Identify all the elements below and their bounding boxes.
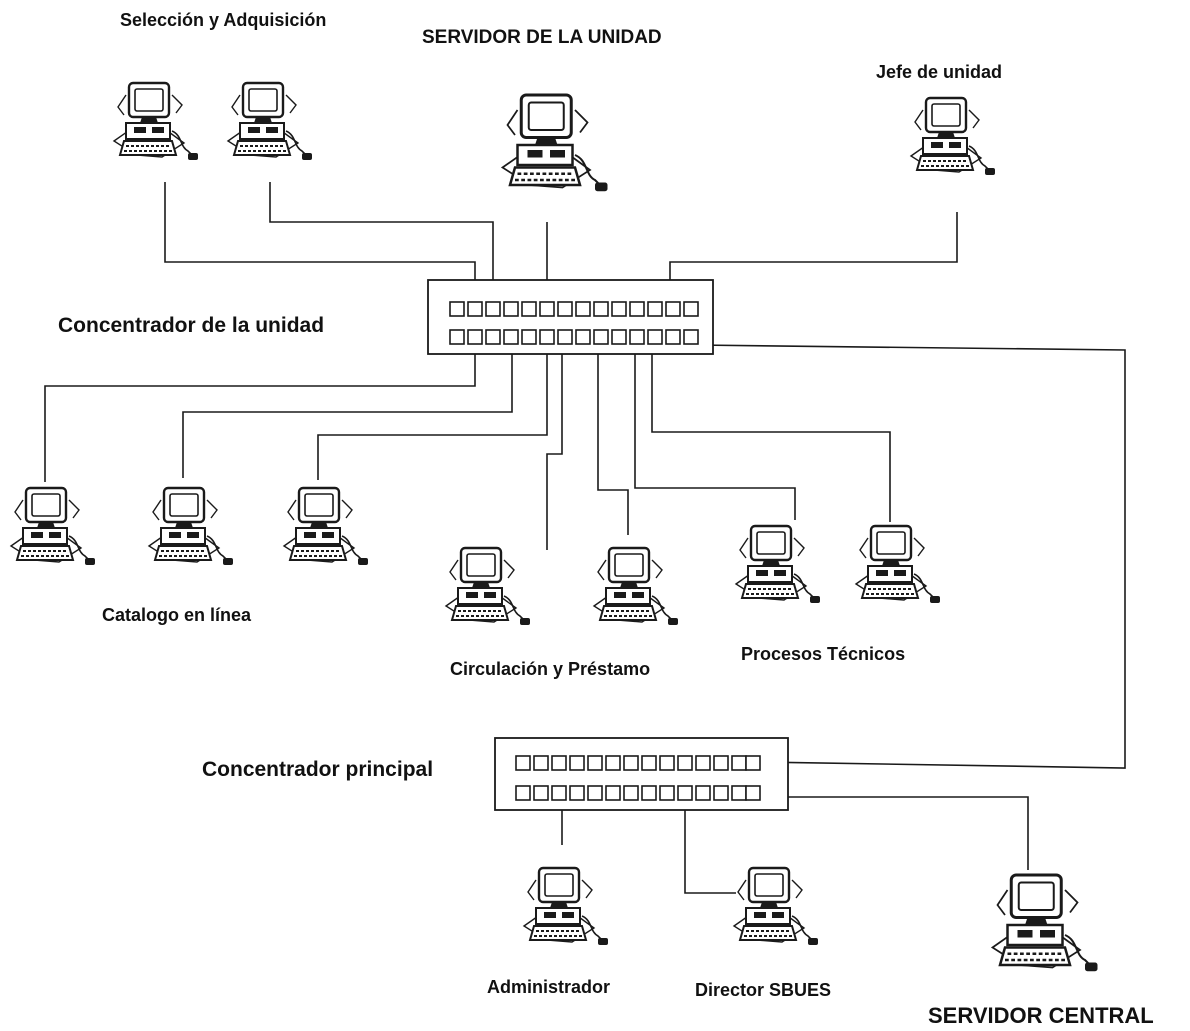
wire-catalogo-3 xyxy=(317,345,548,480)
label-director: Director SBUES xyxy=(695,980,832,1000)
computer-workstation-icon xyxy=(147,486,235,567)
computer-workstation-icon xyxy=(854,524,942,605)
computer-workstation-icon xyxy=(522,866,610,947)
label-concentrador-unidad: Concentrador de la unidad xyxy=(58,314,325,337)
computer-director xyxy=(732,866,820,947)
computer-seleccion-1 xyxy=(112,81,200,162)
label-concentrador-principal: Concentrador principal xyxy=(202,758,434,781)
wire-director xyxy=(684,798,736,894)
label-jefe-unidad: Jefe de unidad xyxy=(876,62,1003,82)
wire-catalogo-1 xyxy=(44,345,476,482)
wire-circulacion-2 xyxy=(597,345,629,535)
label-seleccion: Selección y Adquisición xyxy=(120,10,327,30)
computer-workstation-icon xyxy=(226,81,314,162)
computer-workstation-icon xyxy=(592,546,680,627)
wire-servidor-central xyxy=(760,796,1029,870)
computer-workstation-icon xyxy=(991,873,1099,973)
hub-unidad xyxy=(427,279,714,355)
wire-procesos-1 xyxy=(634,345,796,520)
wire-circulacion-1 xyxy=(546,345,563,550)
computer-workstation-icon xyxy=(282,486,370,567)
computer-workstation-icon xyxy=(734,524,822,605)
wire-seleccion-2 xyxy=(269,182,494,304)
computer-workstation-icon xyxy=(732,866,820,947)
hub-principal-ports xyxy=(515,755,761,801)
wire-catalogo-2 xyxy=(182,345,513,478)
computer-catalogo-3 xyxy=(282,486,370,567)
computer-procesos-2 xyxy=(854,524,942,605)
computer-workstation-icon xyxy=(112,81,200,162)
computer-procesos-1 xyxy=(734,524,822,605)
label-catalogo: Catalogo en línea xyxy=(102,605,252,625)
label-administrador: Administrador xyxy=(487,977,611,997)
computer-circulacion-1 xyxy=(444,546,532,627)
computer-seleccion-2 xyxy=(226,81,314,162)
label-servidor-unidad: SERVIDOR DE LA UNIDAD xyxy=(422,27,662,48)
computer-workstation-icon xyxy=(9,486,97,567)
hub-principal xyxy=(494,737,789,811)
wire-procesos-2 xyxy=(651,345,891,522)
computer-workstation-icon xyxy=(909,96,997,177)
label-circulacion: Circulación y Préstamo xyxy=(450,659,651,679)
wire-hub-uplink xyxy=(694,344,1126,769)
computer-workstation-icon xyxy=(444,546,532,627)
computer-catalogo-1 xyxy=(9,486,97,567)
label-procesos: Procesos Técnicos xyxy=(741,644,906,664)
computer-workstation-icon xyxy=(501,93,609,193)
label-servidor-central: SERVIDOR CENTRAL xyxy=(928,1003,1154,1028)
computer-administrador xyxy=(522,866,610,947)
computer-jefe-unidad xyxy=(909,96,997,177)
computer-servidor-unidad xyxy=(501,93,609,193)
connection-lines xyxy=(44,182,1126,894)
hub-unidad-ports xyxy=(449,301,699,345)
computer-circulacion-2 xyxy=(592,546,680,627)
computer-servidor-central xyxy=(991,873,1099,973)
computer-catalogo-2 xyxy=(147,486,235,567)
